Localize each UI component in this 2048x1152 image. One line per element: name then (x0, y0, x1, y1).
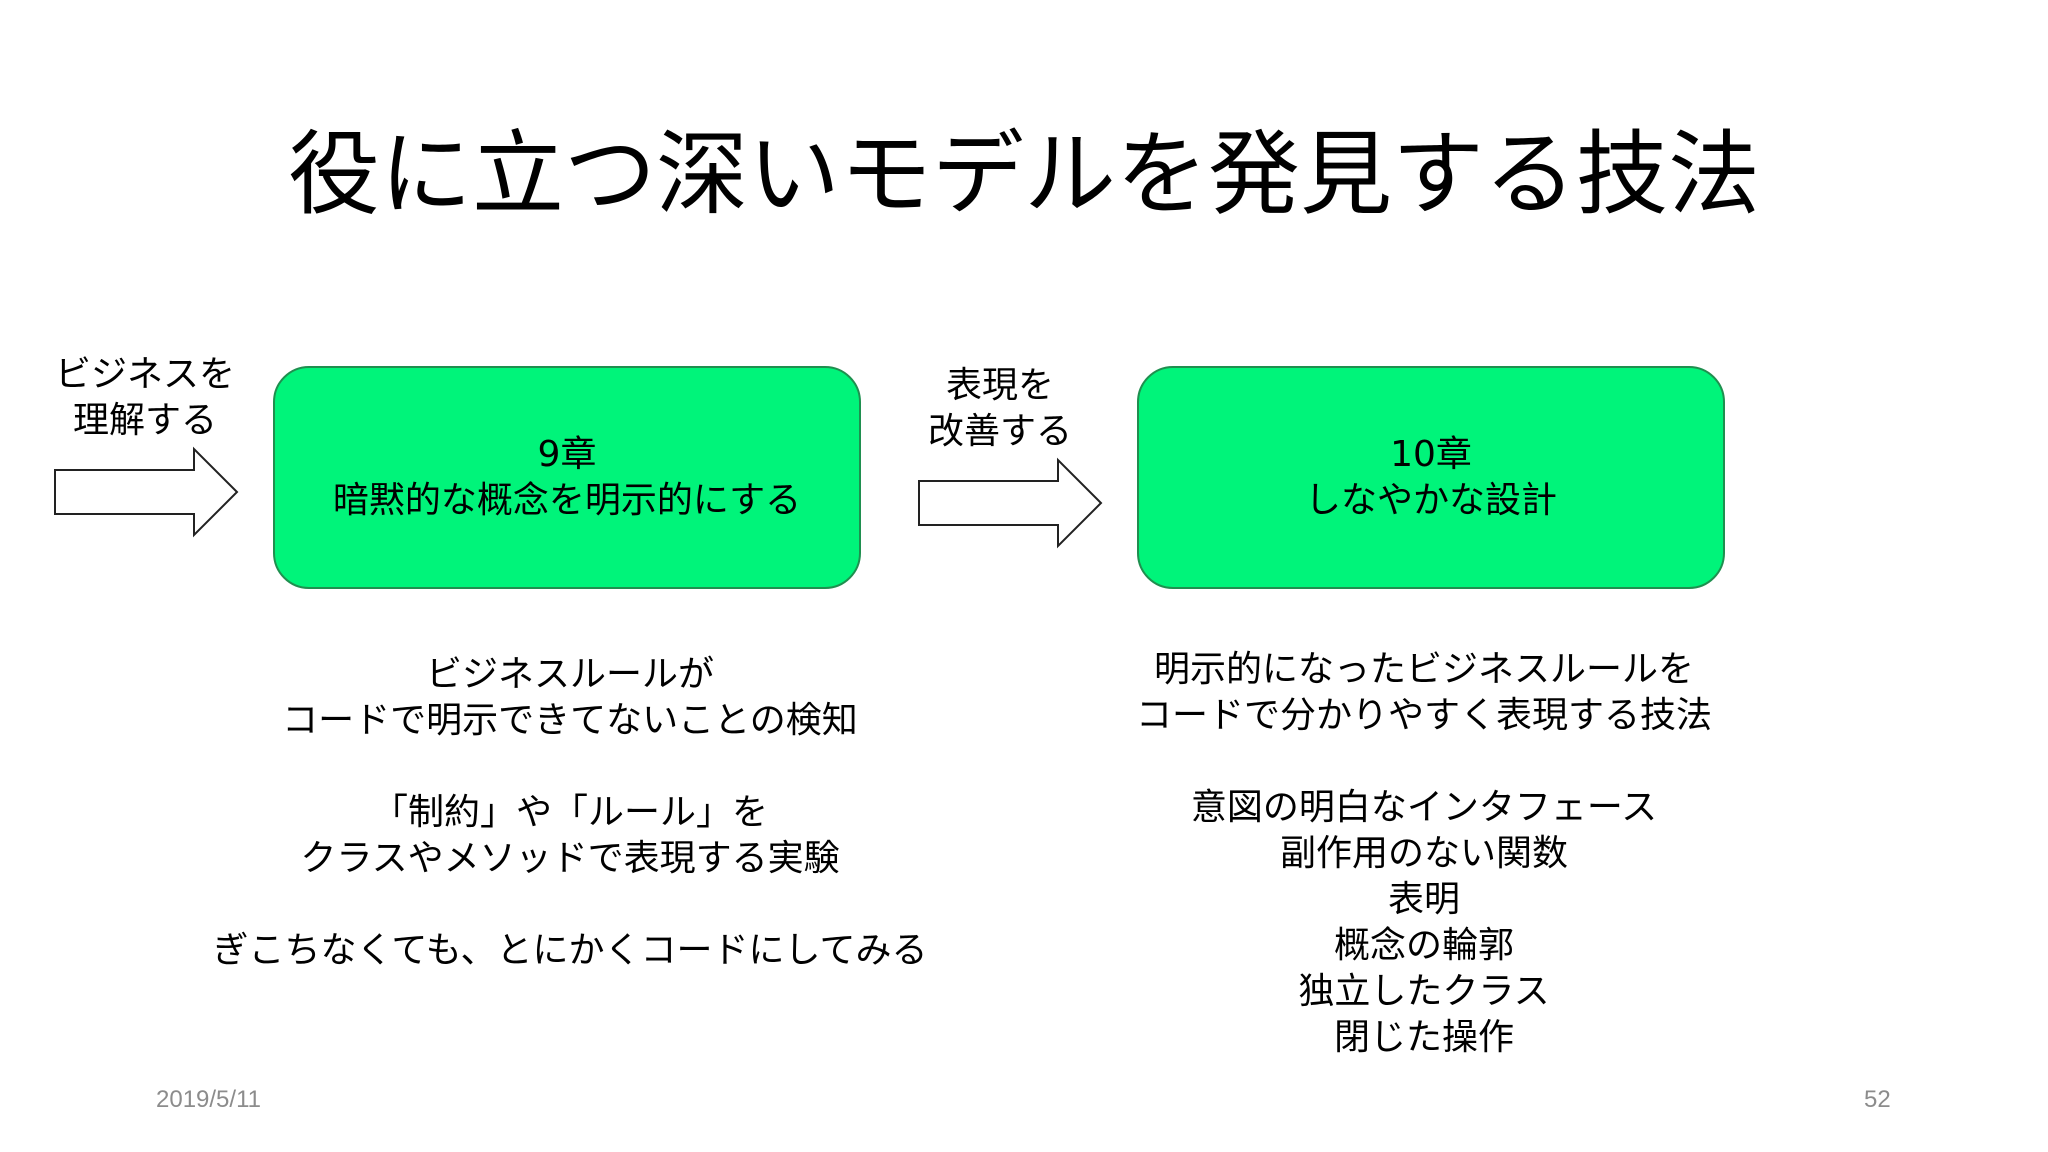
chapter-10-desc-line: 閉じた操作 (1333, 1017, 1514, 1058)
chapter-10-desc-line: 表明 (1387, 879, 1460, 920)
chapter-9-desc-line: クラスやメソッドで表現する実験 (300, 838, 840, 879)
mid-arrow-label: 表現を 改善する (900, 363, 1100, 455)
footer-date: 2019/5/11 (156, 1086, 261, 1113)
mid-arrow-label-line-2: 改善する (927, 411, 1072, 452)
chapter-9-subtitle: 暗黙的な概念を明示的にする (332, 479, 802, 521)
chapter-10-description: 明示的になったビジネスルールを コードで分かりやすく表現する技法 意図の明白なイ… (1070, 647, 1778, 1061)
chapter-9-desc-line: コードで明示できてないことの検知 (282, 700, 858, 741)
chapter-9-box: 9章 暗黙的な概念を明示的にする (273, 366, 861, 589)
chapter-10-desc-line: 概念の輪郭 (1333, 925, 1514, 966)
chapter-10-desc-line: 独立したクラス (1298, 971, 1550, 1012)
chapter-9-desc-line: ビジネスルールが (425, 654, 714, 695)
right-arrow-icon (54, 446, 239, 538)
chapter-10-desc-line: コードで分かりやすく表現する技法 (1135, 695, 1712, 736)
page-number: 52 (1864, 1086, 1891, 1113)
left-arrow-label-line-2: 理解する (72, 400, 217, 441)
left-arrow-label-line-1: ビジネスを (54, 354, 235, 395)
chapter-9-description: ビジネスルールが コードで明示できてないことの検知 「制約」や「ルール」を クラ… (210, 652, 930, 974)
chapter-10-desc-line: 明示的になったビジネスルールを (1153, 649, 1694, 690)
slide-title: 役に立つ深いモデルを発見する技法 (287, 121, 1760, 228)
mid-arrow-label-line-1: 表現を (945, 365, 1054, 406)
chapter-9-desc-line: 「制約」や「ルール」を (371, 792, 768, 833)
left-arrow-label: ビジネスを 理解する (40, 352, 250, 444)
right-arrow-icon (918, 457, 1103, 549)
chapter-9-number: 9章 (537, 433, 597, 475)
chapter-10-desc-line: 意図の明白なインタフェース (1190, 787, 1658, 828)
chapter-9-desc-line: ぎこちなくても、とにかくコードにしてみる (212, 930, 928, 971)
chapter-10-subtitle: しなやかな設計 (1304, 479, 1557, 521)
chapter-10-box: 10章 しなやかな設計 (1137, 366, 1725, 589)
chapter-10-number: 10章 (1390, 433, 1472, 475)
chapter-10-desc-line: 副作用のない関数 (1279, 833, 1568, 874)
